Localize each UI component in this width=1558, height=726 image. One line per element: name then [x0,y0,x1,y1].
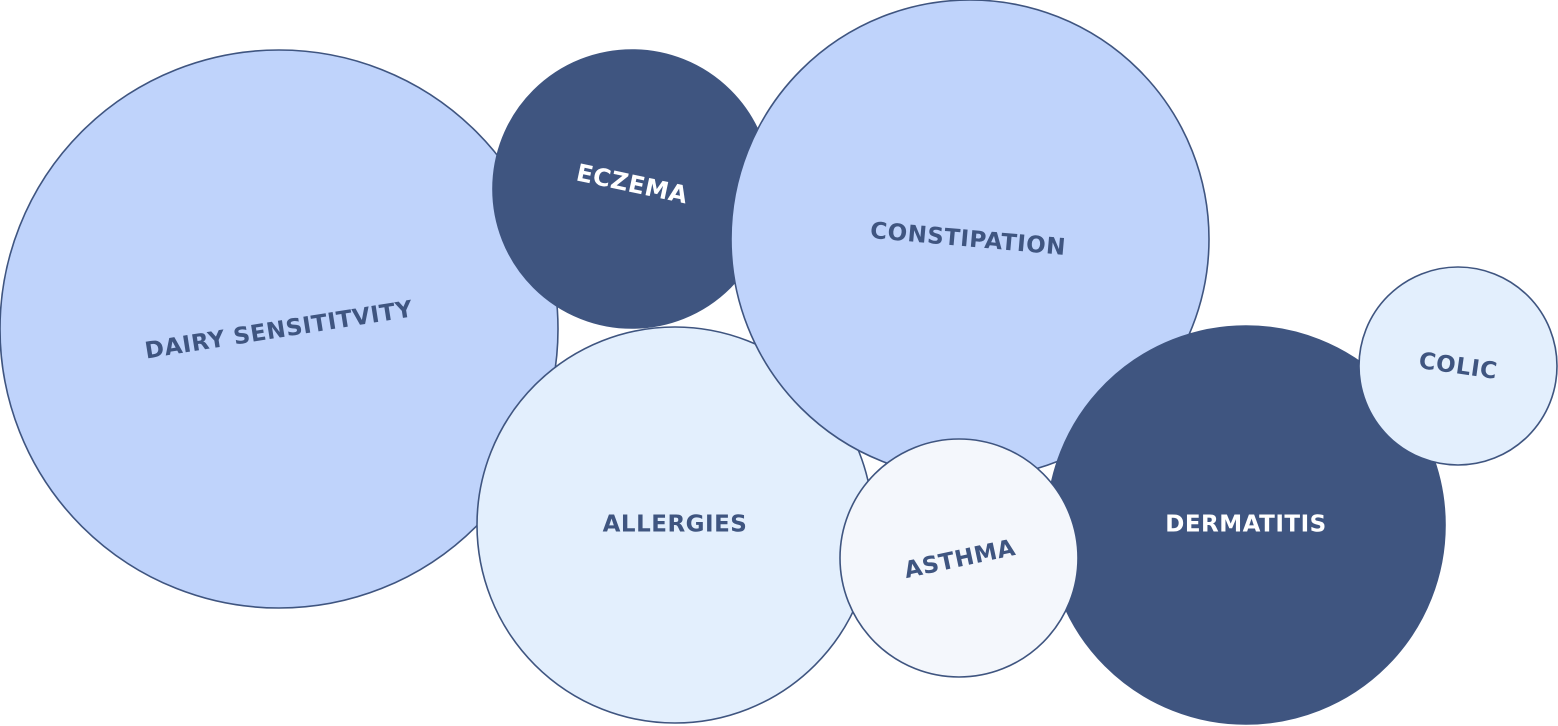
bubble-colic-circle [1358,266,1558,466]
bubble-eczema: ECZEMA [492,49,772,329]
bubble-constipation: CONSTIPATION [730,0,1210,479]
bubble-asthma: ASTHMA [839,438,1079,678]
bubble-colic: COLIC [1358,266,1558,466]
bubble-dermatitis: DERMATITIS [1046,325,1446,725]
bubble-dairy-sensitivity: DAIRY SENSITITVITY [0,49,559,609]
bubble-dermatitis-label: DERMATITIS [1165,512,1326,538]
bubble-allergies-label: ALLERGIES [603,512,748,538]
bubble-asthma-circle [839,438,1079,678]
bubble-dairy-sensitivity-circle [0,49,559,609]
